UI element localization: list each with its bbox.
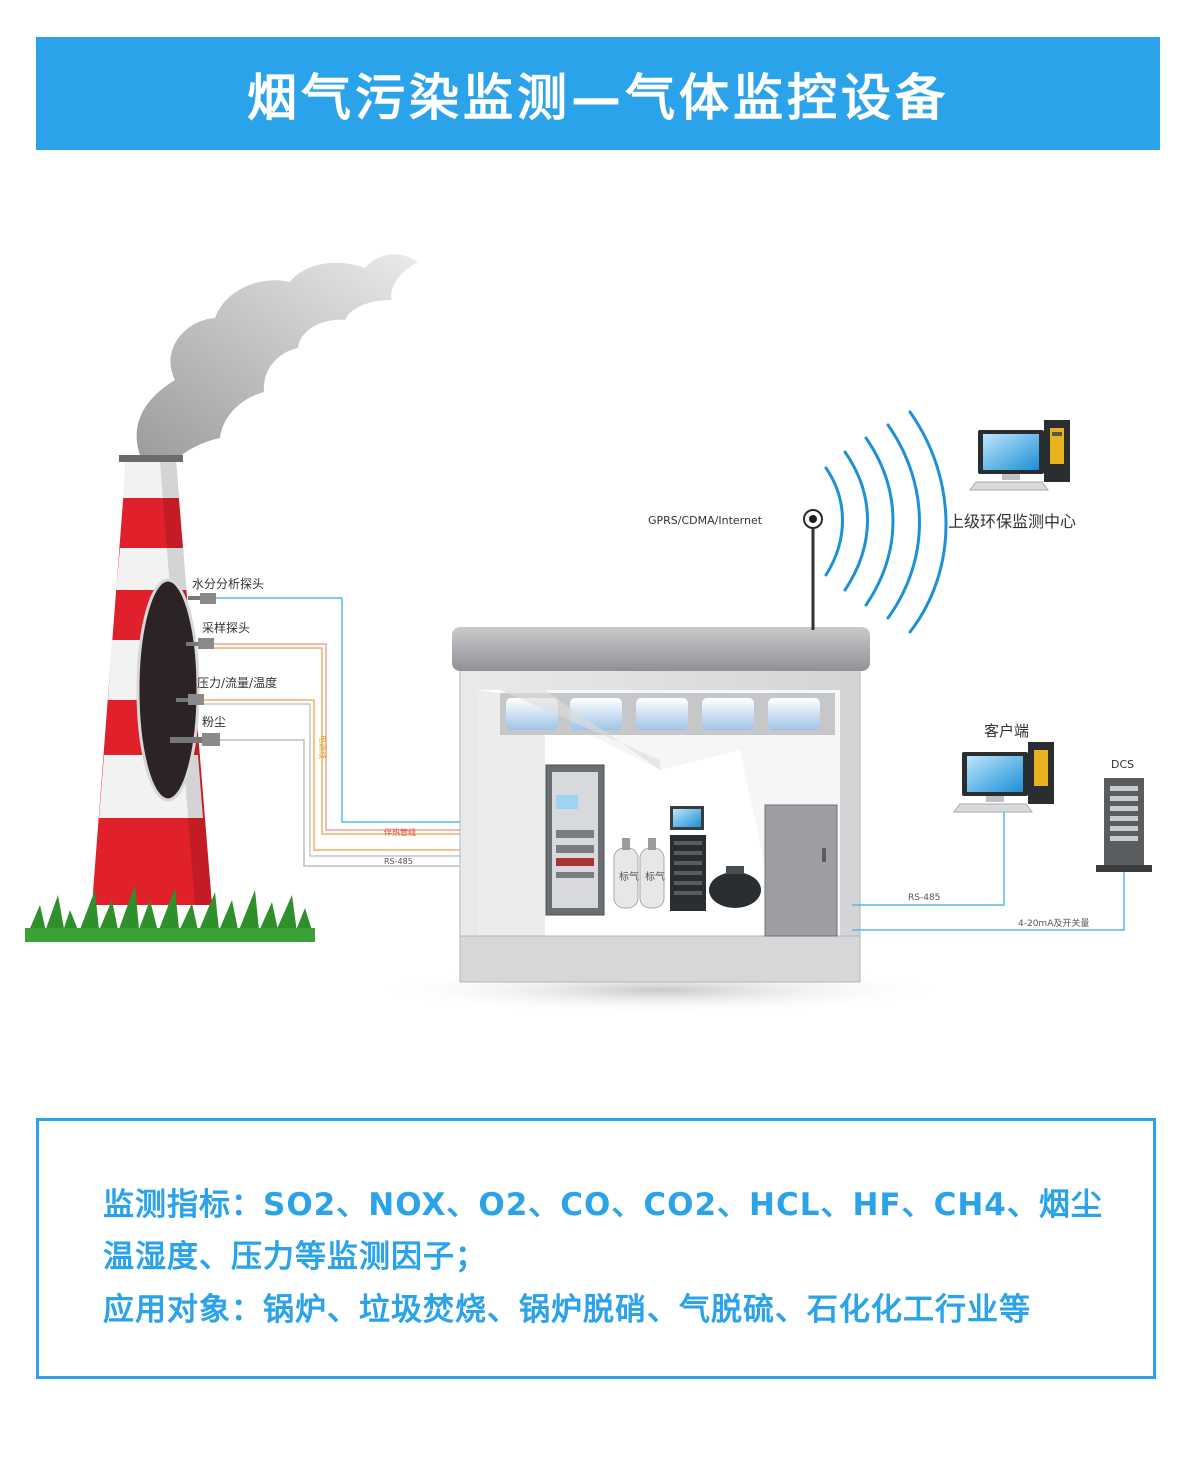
probe-pressure bbox=[176, 694, 204, 705]
cable-pressure bbox=[204, 699, 466, 857]
cable-label-analog: 4-20mA及开关量 bbox=[1018, 917, 1089, 929]
compressor bbox=[709, 866, 761, 908]
cable-analog-output bbox=[852, 872, 1125, 931]
gas-cylinders: 标气 标气 bbox=[613, 838, 665, 909]
info-monitoring-indicators: 监测指标：SO2、NOX、O2、CO、CO2、HCL、HF、CH4、烟尘 bbox=[103, 1187, 1103, 1223]
info-monitoring-factors: 温湿度、压力等监测因子； bbox=[103, 1239, 487, 1275]
cable-label-heated: 伴热管线 bbox=[384, 827, 416, 837]
cable-rs485-output bbox=[852, 812, 1005, 906]
window-3 bbox=[636, 698, 688, 730]
cylinder-label-2: 标气 bbox=[645, 870, 665, 883]
cable-label-rs485-left: RS-485 bbox=[384, 857, 413, 866]
cable-label-rs485-right: RS-485 bbox=[908, 893, 940, 903]
node-label-upper-center: 上级环保监测中心 bbox=[948, 512, 1076, 531]
cylinder-label-1: 标气 bbox=[619, 870, 639, 883]
computer-upper-center bbox=[969, 420, 1070, 491]
antenna bbox=[803, 509, 823, 630]
grass bbox=[25, 885, 315, 942]
chimney bbox=[92, 455, 212, 905]
signal-waves-icon bbox=[824, 410, 948, 634]
info-application-targets: 应用对象：锅炉、垃圾焚烧、锅炉脱硝、气脱硫、石化化工行业等 bbox=[103, 1292, 1031, 1328]
monitoring-system-diagram: 水分分析探头 采样探头 压力/流量/温度 粉尘 伴热管线 电源线 RS-485 bbox=[25, 254, 1152, 1014]
monitoring-shelter: 标气 标气 bbox=[452, 627, 870, 983]
window-4 bbox=[702, 698, 754, 730]
computer-client bbox=[953, 742, 1054, 813]
dcs-server bbox=[1096, 778, 1152, 872]
node-label-client: 客户端 bbox=[984, 722, 1029, 740]
probe-label-dust: 粉尘 bbox=[202, 715, 226, 729]
server-rack bbox=[670, 806, 706, 911]
probe-label-pressure: 压力/流量/温度 bbox=[197, 675, 277, 690]
probe-label-sampling: 采样探头 bbox=[202, 620, 250, 635]
cable-water bbox=[216, 597, 466, 823]
smoke-plume bbox=[136, 254, 418, 458]
window-5 bbox=[768, 698, 820, 730]
probe-water bbox=[188, 593, 216, 604]
info-box: 监测指标：SO2、NOX、O2、CO、CO2、HCL、HF、CH4、烟尘 温湿度… bbox=[36, 1118, 1156, 1379]
antenna-label: GPRS/CDMA/Internet bbox=[648, 514, 763, 527]
page-title: 烟气污染监测—气体监控设备 bbox=[247, 68, 949, 127]
chimney-cutaway bbox=[136, 578, 200, 802]
cable-sampling bbox=[214, 643, 466, 835]
node-label-dcs: DCS bbox=[1111, 758, 1134, 771]
title-banner: 烟气污染监测—气体监控设备 bbox=[36, 37, 1160, 150]
probe-label-water: 水分分析探头 bbox=[192, 577, 264, 591]
cable-dust bbox=[220, 739, 466, 867]
probe-sampling bbox=[186, 638, 214, 649]
shelter-door bbox=[764, 804, 838, 937]
cable-label-vertical: 电源线 bbox=[318, 735, 328, 759]
probe-dust bbox=[170, 733, 220, 746]
